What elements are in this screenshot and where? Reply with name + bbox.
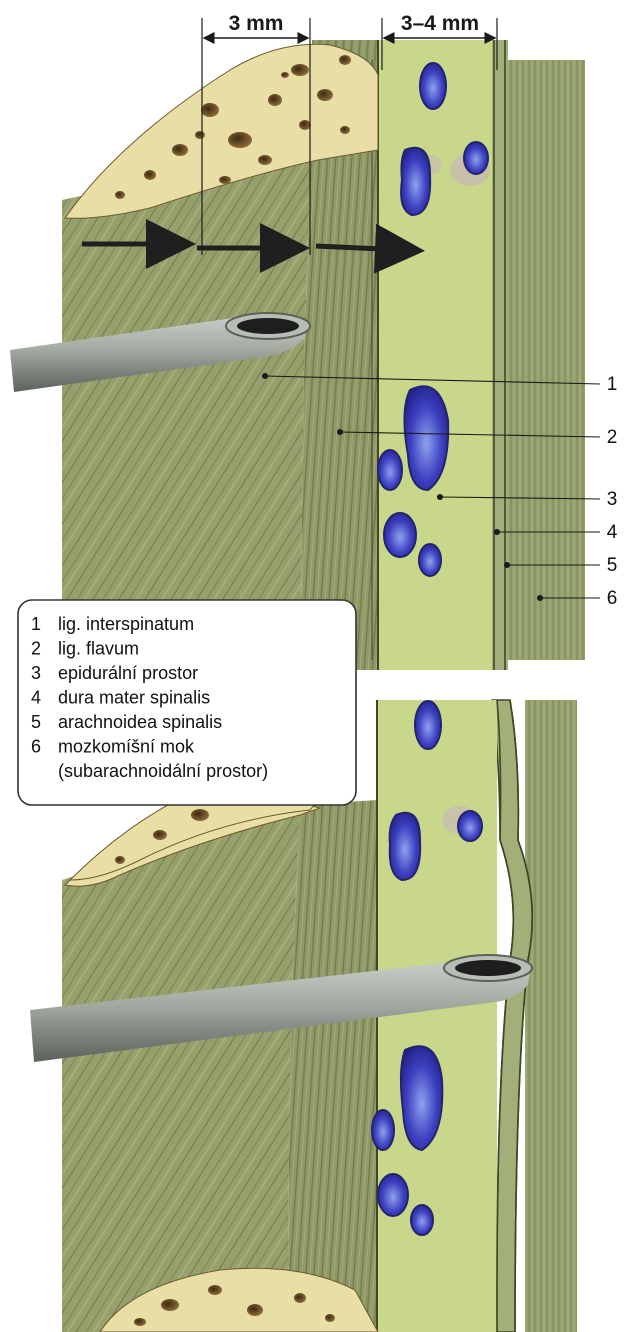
legend-label: epidurální prostor [58, 663, 198, 683]
interspinous-ligament [62, 140, 312, 670]
legend-number: 6 [31, 737, 41, 757]
legend-label-continuation: (subarachnoidální prostor) [58, 761, 268, 781]
legend-number: 2 [31, 639, 41, 659]
csf-region [505, 60, 585, 660]
callout-2: 2 [607, 427, 618, 448]
legend-label: lig. flavum [58, 639, 139, 659]
callout-numbers: 1 2 3 4 5 6 [607, 374, 618, 609]
callout-3: 3 [607, 489, 618, 510]
epidural-space [377, 700, 497, 1332]
callout-6: 6 [607, 588, 618, 609]
callout-1: 1 [607, 374, 618, 395]
legend-label: dura mater spinalis [58, 688, 210, 708]
legend-label: lig. interspinatum [58, 614, 194, 634]
legend-number: 1 [31, 614, 41, 634]
legend-number: 4 [31, 688, 41, 708]
legend-number: 3 [31, 663, 41, 683]
dimension-label-right: 3–4 mm [401, 12, 479, 35]
dimension-label-left: 3 mm [229, 12, 284, 35]
ligamentum-flavum [289, 800, 377, 1332]
top-panel: 3 mm 3–4 mm 1 2 3 4 5 6 [10, 12, 618, 670]
legend-label: arachnoidea spinalis [58, 712, 222, 732]
callout-5: 5 [607, 555, 618, 576]
legend-label: mozkomíšní mok [58, 737, 195, 757]
callout-4: 4 [607, 522, 618, 543]
legend-number: 5 [31, 712, 41, 732]
csf-region [525, 700, 577, 1332]
legend: 1 lig. interspinatum 2 lig. flavum 3 epidurál… [18, 600, 356, 805]
